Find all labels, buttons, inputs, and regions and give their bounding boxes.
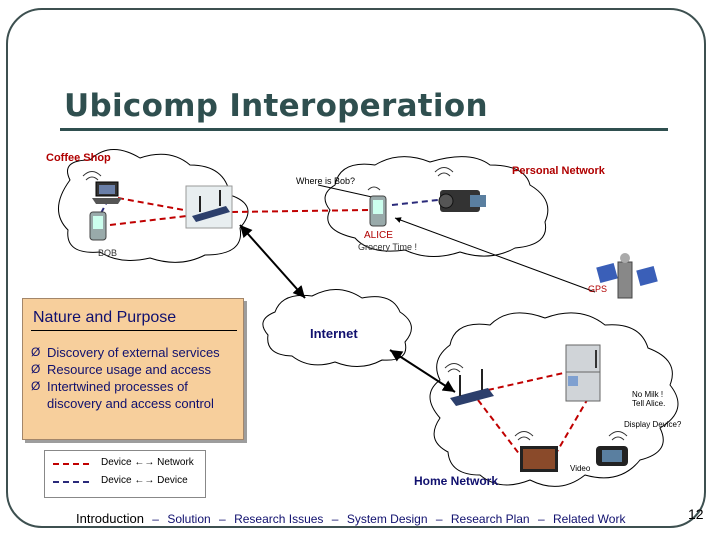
link-laptop-router (117, 197, 196, 213)
footer-nav: Introduction – Solution – Research Issue… (76, 511, 626, 526)
legend: Device ←→ Network Device ←→ Device (44, 450, 206, 498)
personal-network-cloud (324, 156, 549, 257)
router-icon (450, 369, 494, 406)
link-router-alice (231, 209, 369, 213)
bullet-arrow-icon: Ø (31, 379, 41, 393)
nature-purpose-title: Nature and Purpose (33, 309, 177, 326)
slide-title: Ubicomp Interoperation (64, 88, 488, 124)
legend-navy-dash (53, 481, 89, 483)
footer-item-solution[interactable]: Solution (167, 512, 211, 526)
bullet-arrow-icon: Ø (31, 362, 41, 376)
fridge-icon (565, 344, 601, 402)
footer-item-research-plan[interactable]: Research Plan (450, 512, 530, 526)
home-network-label: Home Network (414, 474, 499, 488)
video-label: Video (570, 464, 591, 473)
legend-red-dash (53, 463, 89, 465)
link-bob-router (109, 214, 196, 226)
link-tv-fridge (554, 394, 591, 456)
footer-item-research-issues[interactable]: Research Issues (234, 512, 324, 526)
bullet-arrow-icon: Ø (31, 345, 41, 359)
gps-label: GPS (588, 284, 608, 294)
no-milk-label: No Milk ! Tell Alice. (632, 390, 665, 408)
handheld-video-icon (596, 446, 628, 466)
router-icon (185, 185, 233, 229)
wireless-signal-icon (82, 167, 628, 441)
link-alice-camcorder (391, 199, 439, 206)
where-is-bob-label: Where is Bob? (296, 176, 356, 186)
no-milk-line2: Tell Alice. (632, 399, 666, 408)
footer-item-related-work[interactable]: Related Work (552, 512, 626, 526)
footer-item-introduction[interactable]: Introduction (76, 511, 144, 526)
pda-icon (89, 211, 107, 241)
link-home-router-tv (477, 399, 521, 456)
no-milk-line1: No Milk ! (632, 390, 664, 399)
grocery-time-label: Grocery Time ! (358, 242, 418, 252)
nature-title-underline (31, 330, 237, 331)
footer-item-system-design[interactable]: System Design (346, 512, 428, 526)
camcorder-icon (438, 190, 486, 212)
display-device-label: Display Device? (624, 420, 682, 429)
page-number: 12 (688, 506, 704, 522)
bob-label: BOB (98, 248, 118, 258)
slide-frame (6, 8, 706, 528)
alice-label: ALICE (364, 230, 393, 241)
internet-label: Internet (310, 326, 358, 341)
coffee-shop-label: Coffee Shop (46, 152, 111, 164)
laptop-icon (92, 181, 122, 204)
link-router-internet (239, 224, 306, 299)
link-home-router-fridge (487, 371, 569, 391)
tv-icon (520, 446, 558, 472)
where-bob-leader (317, 184, 373, 198)
pda-icon (369, 195, 387, 227)
link-satellite-alice (394, 217, 596, 293)
title-underline (60, 128, 668, 131)
link-internet-home (389, 349, 456, 393)
personal-network-label: Personal Network (512, 165, 605, 177)
satellite-icon (596, 253, 658, 299)
home-network-cloud (429, 312, 679, 487)
